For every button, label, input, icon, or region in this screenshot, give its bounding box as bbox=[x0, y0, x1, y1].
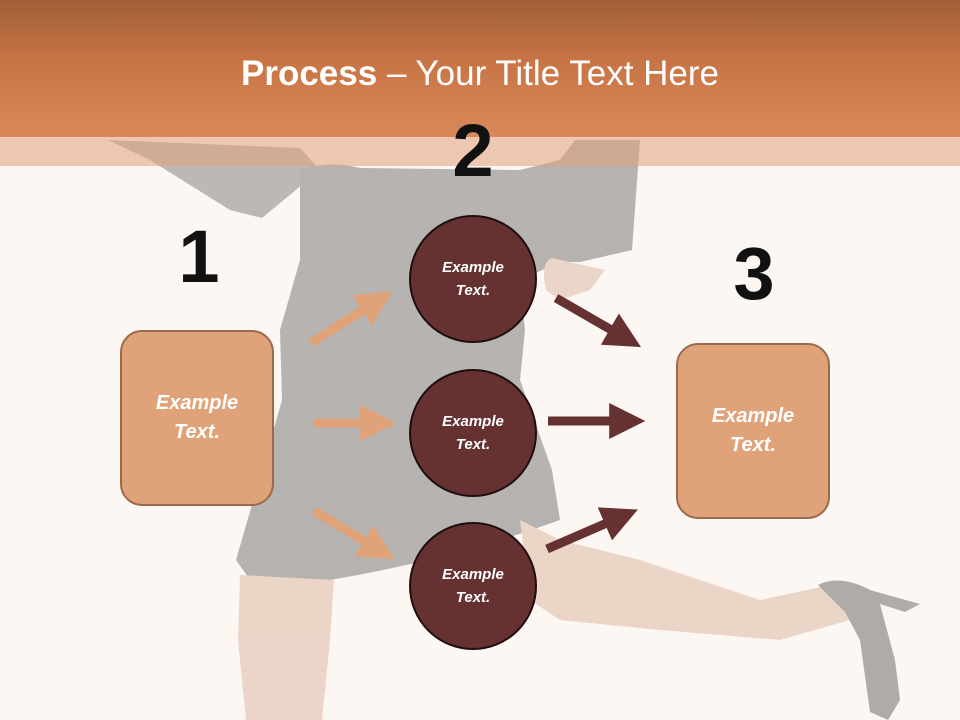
arrow-icon-bottom-to-right bbox=[545, 507, 638, 554]
circle-top-line-2: Text. bbox=[455, 282, 491, 299]
arrow-icon-left-to-bottom bbox=[311, 507, 395, 560]
right-box: Example Text. bbox=[676, 343, 830, 519]
circle-middle-line-1: Example bbox=[442, 413, 504, 430]
circle-bottom-line-2: Text. bbox=[455, 589, 491, 606]
right-box-text: Example Text. bbox=[712, 402, 794, 460]
left-box: Example Text. bbox=[120, 330, 274, 506]
left-box-line-1: Example bbox=[155, 392, 239, 414]
circle-top-text: Example Text. bbox=[442, 256, 504, 302]
circle-bottom: Example Text. bbox=[409, 522, 537, 650]
slide-title-rest: – Your Title Text Here bbox=[377, 54, 719, 93]
arrow-icon-left-to-top bbox=[308, 291, 393, 347]
circle-middle-line-2: Text. bbox=[455, 436, 491, 453]
circle-middle-text: Example Text. bbox=[442, 410, 504, 456]
left-box-line-2: Text. bbox=[174, 421, 220, 443]
slide-title-bold: Process bbox=[241, 54, 378, 93]
circle-bottom-line-1: Example bbox=[442, 566, 504, 583]
arrow-icon-top-to-right bbox=[553, 294, 642, 348]
circle-bottom-text: Example Text. bbox=[442, 563, 504, 609]
title-bar bbox=[0, 0, 960, 137]
right-box-line-1: Example bbox=[711, 405, 795, 427]
left-box-text: Example Text. bbox=[156, 389, 238, 447]
circle-top: Example Text. bbox=[409, 215, 537, 343]
step-number-2: 2 bbox=[452, 109, 494, 192]
title-bar-band bbox=[0, 137, 960, 166]
slide-title: Process – Your Title Text Here bbox=[0, 52, 960, 96]
right-box-line-2: Text. bbox=[730, 434, 776, 456]
step-number-3: 3 bbox=[733, 232, 775, 315]
circle-top-line-1: Example bbox=[442, 259, 504, 276]
circle-middle: Example Text. bbox=[409, 369, 537, 497]
step-number-1: 1 bbox=[178, 215, 220, 298]
